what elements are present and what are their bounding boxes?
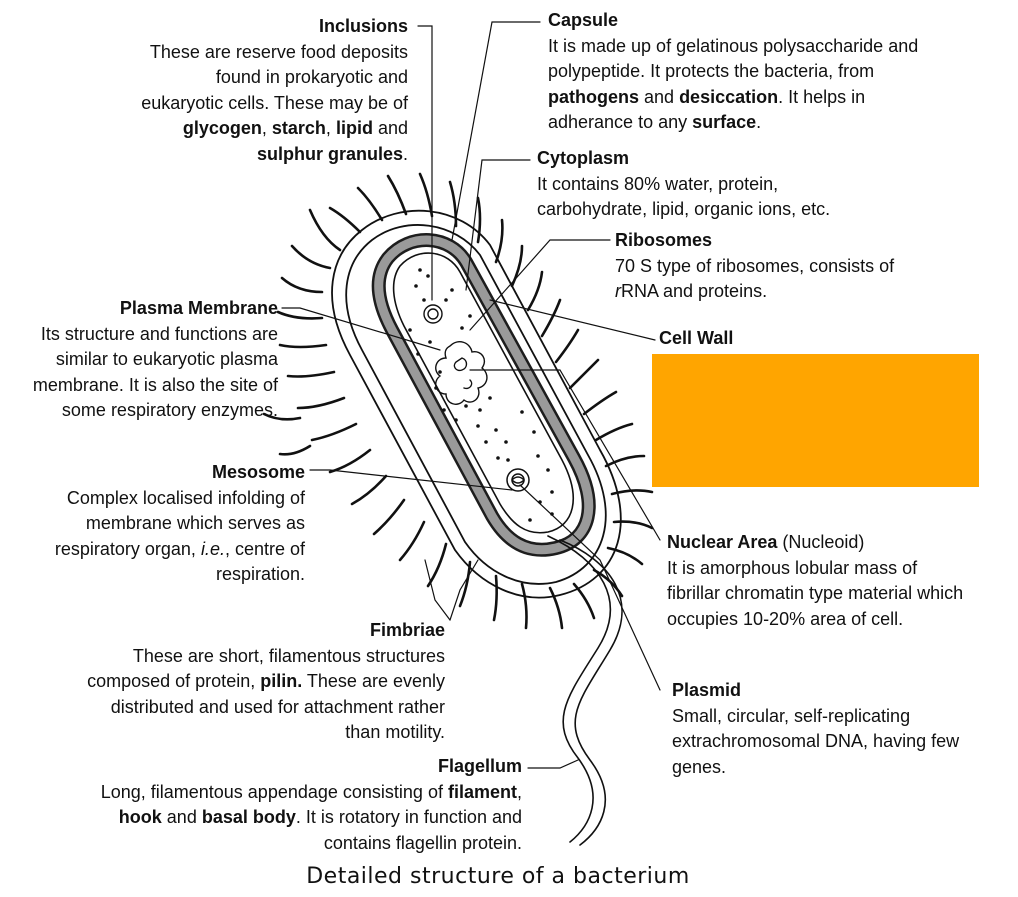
capsule-outline: [331, 209, 622, 599]
ribosome-dots: [408, 268, 554, 522]
plasma-membrane-desc: Its structure and functions are similar …: [32, 323, 278, 421]
plasmid: [423, 304, 443, 324]
mesosome-desc: Complex localised infolding of membrane …: [54, 487, 305, 585]
label-plasmid: Plasmid Small, circular, self-replicatin…: [672, 678, 972, 780]
nuclear-area-desc: It is amorphous lobular mass of fibrilla…: [667, 557, 964, 629]
cytoplasm-title: Cytoplasm: [537, 148, 630, 168]
cell-wall-title: Cell Wall: [659, 328, 734, 348]
leader-lines: [281, 21, 661, 769]
fimbriae-desc: These are short, filamentous structures …: [87, 645, 445, 743]
plasmid-title: Plasmid: [672, 680, 742, 700]
flagellum: [547, 535, 623, 846]
mesosome: [506, 468, 530, 492]
label-mesosome: Mesosome Complex localised infolding of …: [40, 460, 305, 588]
plasmid-desc: Small, circular, self-replicating extrac…: [672, 705, 960, 777]
inclusions-desc: These are reserve food deposits found in…: [141, 41, 408, 164]
capsule-desc: It is made up of gelatinous polysacchari…: [548, 35, 919, 133]
label-flagellum: Flagellum Long, filamentous appendage co…: [100, 754, 522, 856]
label-inclusions: Inclusions These are reserve food deposi…: [130, 14, 408, 167]
label-cell-wall: Cell Wall: [659, 326, 779, 352]
redaction-box: [652, 354, 979, 487]
flagellum-desc: Long, filamentous appendage consisting o…: [100, 781, 522, 853]
capsule-title: Capsule: [548, 10, 619, 30]
nuclear-area-heading: Nuclear Area (Nucleoid): [667, 532, 865, 552]
flagellum-title: Flagellum: [437, 756, 522, 776]
label-plasma-membrane: Plasma Membrane Its structure and functi…: [30, 296, 278, 424]
ribosomes-desc: 70 S type of ribosomes, consists of rRNA…: [615, 255, 895, 302]
figure-caption: Detailed structure of a bacterium: [306, 864, 690, 889]
label-fimbriae: Fimbriae These are short, filamentous st…: [80, 618, 445, 746]
mesosome-title: Mesosome: [211, 462, 305, 482]
label-cytoplasm: Cytoplasm It contains 80% water, protein…: [537, 146, 887, 223]
fimbriae-hairs: [262, 172, 654, 630]
inclusions-title: Inclusions: [318, 16, 408, 36]
label-ribosomes: Ribosomes 70 S type of ribosomes, consis…: [615, 228, 925, 305]
cytoplasm-desc: It contains 80% water, protein, carbohyd…: [537, 173, 831, 220]
label-capsule: Capsule It is made up of gelatinous poly…: [548, 8, 948, 136]
nucleoid: [435, 341, 488, 405]
ribosomes-title: Ribosomes: [615, 230, 713, 250]
fimbriae-title: Fimbriae: [369, 620, 445, 640]
plasma-membrane-title: Plasma Membrane: [119, 298, 278, 318]
label-nuclear-area: Nuclear Area (Nucleoid) It is amorphous …: [667, 530, 967, 632]
plasma-membrane: [392, 252, 574, 534]
